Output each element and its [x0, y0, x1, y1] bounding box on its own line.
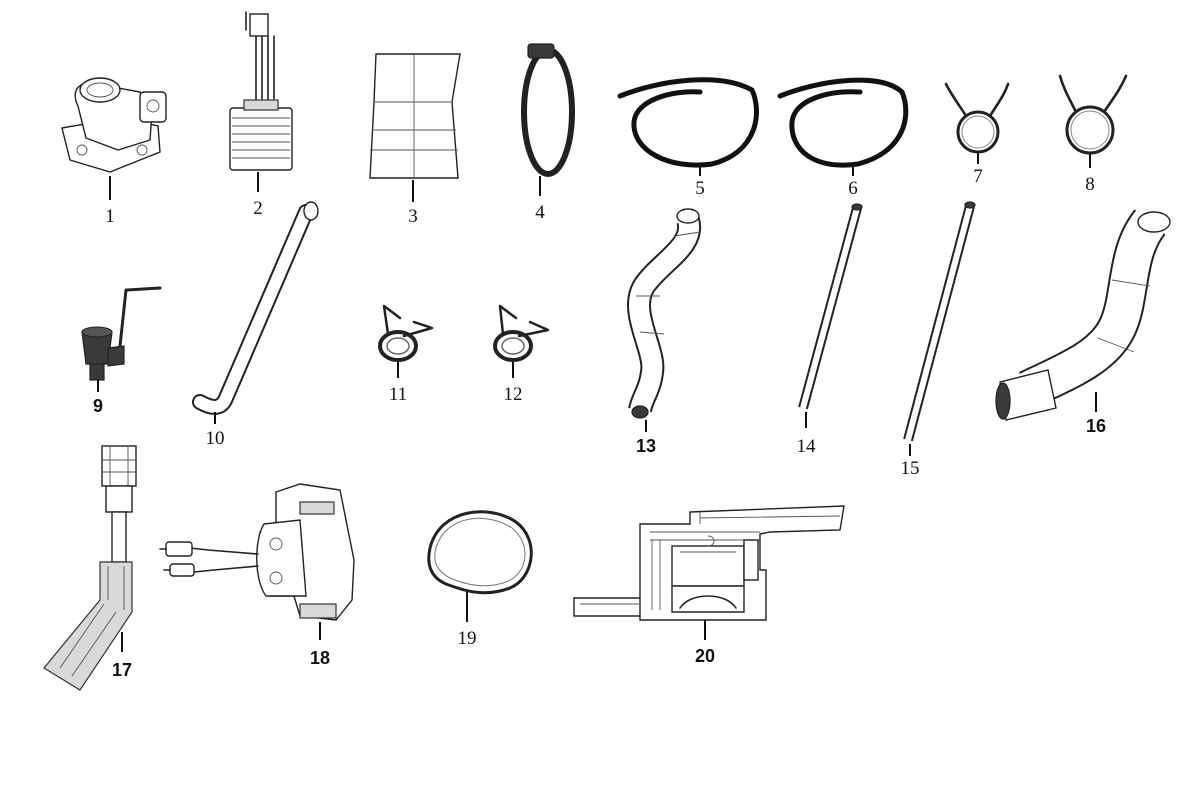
part-7-wire-spring-clip-icon — [944, 82, 1010, 164]
part-4-band-clamp-icon — [521, 43, 575, 196]
part-19-o-ring-gasket-icon — [427, 510, 533, 622]
part-18-ignition-coil-icon — [159, 483, 355, 640]
part-label: 11 — [389, 384, 407, 405]
part-13-curved-hose-icon — [627, 208, 702, 432]
part-12-hose-clamp-icon — [493, 304, 550, 378]
part-15-straight-tube-icon — [903, 201, 976, 456]
part-label: 10 — [206, 428, 225, 449]
part-11-hose-clamp-icon — [378, 304, 434, 378]
part-16-elbow-hose-icon — [995, 209, 1171, 421]
part-label: 18 — [310, 648, 330, 668]
part-17-spark-plug-boot-icon — [43, 445, 137, 691]
part-6-fuel-line-coil-icon — [777, 77, 909, 176]
part-5-fuel-line-coil-icon — [617, 77, 759, 176]
part-label: 6 — [848, 178, 858, 199]
part-label: 17 — [112, 660, 132, 680]
part-label: 12 — [504, 384, 523, 405]
part-20-valve-assembly-icon — [573, 505, 845, 640]
part-8-wire-spring-clip-icon — [1058, 74, 1128, 168]
part-label: 1 — [105, 206, 115, 227]
part-1-intake-manifold-icon — [61, 77, 167, 200]
part-label: 14 — [797, 436, 817, 457]
part-label: 20 — [695, 646, 715, 666]
part-label: 4 — [535, 202, 545, 223]
part-label: 9 — [93, 396, 103, 416]
part-9-choke-lever-icon — [81, 286, 162, 392]
part-label: 5 — [695, 178, 705, 199]
part-label: 13 — [636, 436, 656, 456]
part-10-bent-tube-icon — [192, 201, 319, 424]
part-label: 3 — [408, 206, 418, 227]
part-label: 16 — [1086, 416, 1106, 436]
part-label: 15 — [901, 458, 920, 479]
part-14-straight-tube-icon — [798, 203, 863, 428]
part-label: 19 — [458, 628, 477, 649]
part-label: 8 — [1085, 174, 1095, 195]
part-label: 7 — [973, 166, 983, 187]
part-3-rubber-sleeve-icon — [369, 53, 461, 202]
part-2-voltage-regulator-icon — [229, 11, 293, 192]
part-label: 2 — [253, 198, 263, 219]
